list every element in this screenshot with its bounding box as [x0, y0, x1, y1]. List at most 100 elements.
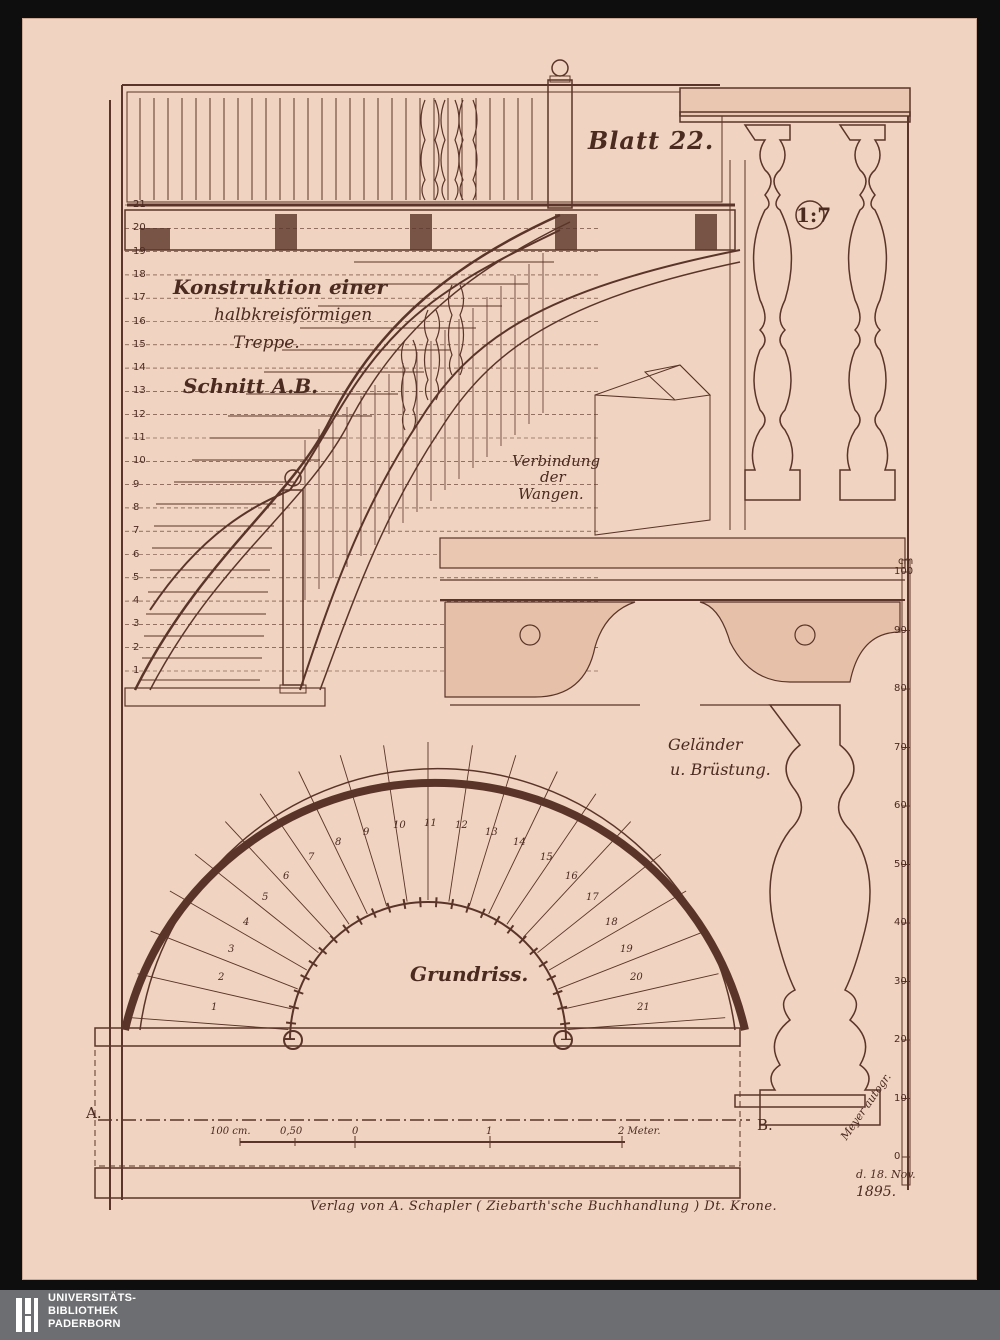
- section-label: Schnitt A.B.: [183, 374, 319, 398]
- section-mark-b: B.: [757, 1116, 773, 1134]
- signature-line-2: d. 18. Nov.: [856, 1168, 916, 1181]
- section-height-number: 9: [133, 478, 140, 490]
- plan-step-line: [137, 973, 292, 1010]
- section-height-number: 14: [133, 362, 146, 374]
- bar-scale-label: 0,50: [280, 1126, 303, 1137]
- section-height-number: 18: [133, 268, 146, 280]
- plan-step-number: 15: [540, 852, 553, 863]
- upper-balusters: [420, 99, 478, 201]
- section-height-number: 4: [133, 595, 140, 607]
- right-scale-label: 70: [894, 741, 907, 753]
- plan-step-number: 11: [424, 818, 437, 829]
- staircase-drawing: [94, 59, 911, 1210]
- bar-scale-label: 100 cm.: [210, 1126, 251, 1137]
- section-height-number: 17: [133, 292, 146, 304]
- newel-post-bottom: [279, 469, 307, 694]
- plan-step-line: [522, 821, 632, 938]
- library-name-line-3: PADERBORN: [48, 1318, 121, 1330]
- section-mark-a: A.: [86, 1104, 102, 1122]
- plan-step-line: [383, 745, 408, 902]
- plan-step-number: 17: [586, 892, 599, 903]
- plan-step-number: 3: [228, 944, 235, 955]
- bar-scale-label: 0: [352, 1126, 359, 1137]
- plan-step-line: [448, 745, 473, 902]
- section-height-number: 16: [133, 315, 146, 327]
- section-height-number: 15: [133, 338, 146, 350]
- plan-step-number: 5: [262, 892, 269, 903]
- plan-step-number: 13: [485, 827, 498, 838]
- plan-step-line: [194, 853, 319, 954]
- baluster-detail: [679, 87, 911, 530]
- right-scale-label: cm: [898, 556, 914, 567]
- title-line-3: Treppe.: [233, 333, 300, 353]
- right-scale-label: 100: [894, 566, 914, 577]
- plan-step-line: [298, 771, 368, 915]
- section-height-number: 10: [133, 455, 146, 467]
- plan-step-line: [558, 930, 706, 990]
- joint-label-1: Verbindung: [512, 452, 601, 470]
- bar-scale-label: 2 Meter.: [618, 1126, 661, 1137]
- plan-step-number: 9: [363, 827, 370, 838]
- right-scale-label: 0: [894, 1151, 901, 1162]
- section-height-number: 8: [133, 501, 140, 513]
- plan-step-number: 20: [630, 972, 643, 983]
- plan-step-line: [150, 930, 298, 990]
- newel-post-top: [547, 59, 573, 209]
- plan-step-line: [506, 793, 597, 925]
- right-scale-label: 30: [894, 975, 907, 987]
- right-scale-label: 40: [894, 917, 907, 928]
- section-height-number: 13: [133, 385, 146, 397]
- section-balusters: [400, 284, 465, 431]
- railing-label-1: Geländer: [668, 735, 743, 754]
- floor-beam: [124, 209, 736, 251]
- plan-step-number: 21: [637, 1002, 650, 1013]
- library-name-line-1: UNIVERSITÄTS-: [48, 1292, 137, 1304]
- section-height-number: 2: [133, 641, 140, 653]
- plate-number: Blatt 22.: [588, 126, 715, 155]
- frame-lines: [109, 84, 909, 1210]
- plan-step-number: 19: [620, 944, 633, 955]
- plan-step-line: [537, 853, 662, 954]
- section-height-number: 6: [133, 548, 140, 560]
- library-name-line-2: BIBLIOTHEK: [48, 1305, 119, 1317]
- plan-step-line: [259, 793, 350, 925]
- section-height-number: 12: [133, 408, 146, 420]
- library-logo-icon: [16, 1298, 38, 1332]
- right-scale-label: 20: [894, 1034, 907, 1045]
- right-scale: [901, 559, 911, 1186]
- plan-step-line: [169, 890, 308, 971]
- section-height-number: 5: [133, 571, 140, 583]
- right-scale-label: 80: [894, 683, 907, 694]
- section-height-number: 1: [133, 665, 140, 676]
- bar-scale-label: 1: [486, 1126, 493, 1137]
- plan-step-line: [548, 890, 687, 971]
- signature-line-3: 1895.: [856, 1184, 897, 1200]
- plan-step-number: 6: [283, 871, 290, 882]
- section-height-number: 20: [133, 222, 146, 234]
- library-footer: [0, 1290, 1000, 1340]
- joint-detail: [594, 364, 712, 536]
- title-line-2: halbkreisförmigen: [214, 305, 373, 325]
- plan-step-line: [468, 755, 517, 907]
- bar-scale: [239, 1136, 625, 1148]
- plan-label: Grundriss.: [410, 962, 529, 986]
- plan-step-line: [564, 973, 719, 1010]
- plan-step-line: [339, 755, 388, 907]
- large-baluster: [734, 704, 881, 1126]
- section-height-number: 21: [133, 199, 146, 210]
- right-scale-label: 60: [894, 800, 907, 811]
- title-line-1: Konstruktion einer: [173, 275, 388, 299]
- right-scale-label: 50: [894, 858, 907, 870]
- plan-step-number: 8: [335, 837, 342, 848]
- plan-step-number: 12: [455, 820, 468, 831]
- publisher-line: Verlag von A. Schapler ( Ziebarth'sche B…: [310, 1199, 778, 1214]
- railing-label-2: u. Brüstung.: [670, 760, 771, 779]
- upper-balustrade: [126, 91, 735, 207]
- plan-step-number: 7: [308, 852, 315, 863]
- right-scale-label: 90: [894, 624, 907, 636]
- plan-step-number: 18: [605, 917, 618, 928]
- plan-step-number: 14: [513, 837, 526, 848]
- plan-view: [94, 742, 750, 1199]
- right-scale-label: 10: [894, 1092, 907, 1104]
- joint-label-3: Wangen.: [518, 485, 584, 503]
